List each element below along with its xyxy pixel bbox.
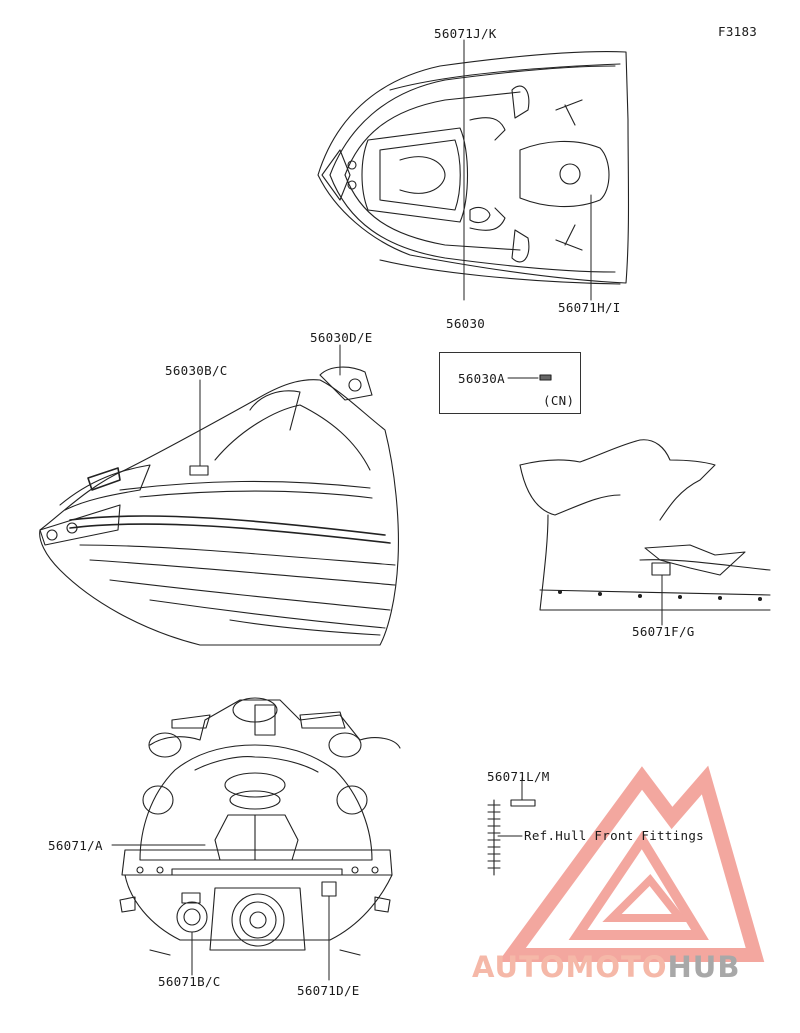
label-56071d-e: 56071D/E xyxy=(297,983,360,998)
watermark-moto: MOTO xyxy=(565,950,668,984)
label-56071b-c: 56071B/C xyxy=(158,974,221,989)
label-56030a: 56030A xyxy=(458,371,505,386)
label-56071h-i: 56071H/I xyxy=(558,300,621,315)
side-view-drawing xyxy=(39,366,399,646)
watermark-logo xyxy=(498,765,765,962)
cn-inset-box xyxy=(439,352,581,414)
ref-fittings-drawing xyxy=(487,799,536,876)
label-cn: (CN) xyxy=(543,393,575,408)
label-56030d-e: 56030D/E xyxy=(310,330,373,345)
leader-lines xyxy=(111,39,663,981)
label-56071f-g: 56071F/G xyxy=(632,624,695,639)
watermark-hub: HUB xyxy=(667,950,741,984)
watermark-text: AUTOMOTOHUB xyxy=(472,950,740,984)
top-view-drawing xyxy=(317,51,630,285)
label-56071l-m: 56071L/M xyxy=(487,769,550,784)
figure-code: F3183 xyxy=(718,24,758,39)
watermark-auto: AUTO xyxy=(472,950,566,984)
label-ref-hull-front-fittings: Ref.Hull Front Fittings xyxy=(524,828,704,843)
front-view-drawing xyxy=(119,697,401,956)
rear-view-drawing xyxy=(519,439,771,611)
label-56030: 56030 xyxy=(446,316,486,331)
label-56030b-c: 56030B/C xyxy=(165,363,228,378)
label-56071-a: 56071/A xyxy=(48,838,103,853)
label-56071j-k: 56071J/K xyxy=(434,26,497,41)
